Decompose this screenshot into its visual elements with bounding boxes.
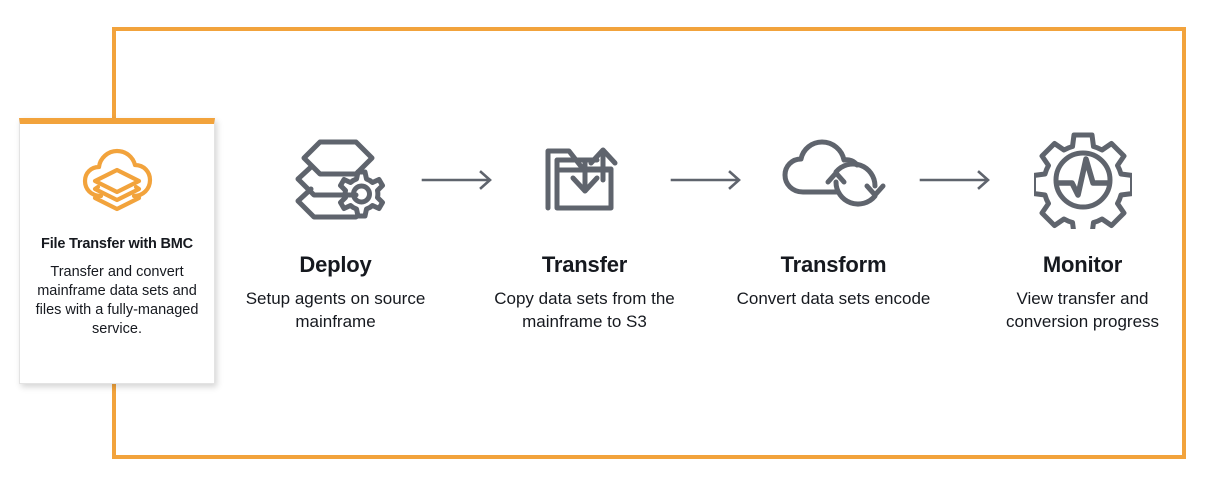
step-description: Convert data sets encode — [736, 289, 931, 308]
step-title: Deploy — [299, 252, 372, 277]
arrow-right-icon — [421, 130, 492, 230]
step-description: Copy data sets from the mainframe to S3 — [494, 289, 675, 331]
arrow-right-icon — [670, 130, 741, 230]
card-title: File Transfer with BMC — [41, 236, 193, 252]
card-description: Transfer and convert mainframe data sets… — [35, 264, 199, 337]
step-title: Transform — [780, 252, 887, 277]
gear-pulse-icon — [1033, 130, 1132, 230]
cloud-sync-icon — [779, 130, 889, 230]
steps-row: Deploy Setup agents on source mainframe — [228, 130, 1190, 333]
step-deploy: Deploy Setup agents on source mainframe — [228, 130, 443, 333]
arrow-right-icon — [919, 130, 990, 230]
step-title: Transfer — [541, 252, 628, 277]
step-description: View transfer and conversion progress — [1005, 289, 1160, 331]
step-monitor: Monitor View transfer and conversion pro… — [975, 130, 1190, 333]
cloud-data-layers-icon — [71, 138, 163, 230]
step-title: Monitor — [1042, 252, 1123, 277]
service-card: File Transfer with BMC Transfer and conv… — [19, 118, 215, 384]
step-transform: Transform Convert data sets encode — [726, 130, 941, 310]
folder-transfer-arrows-icon — [535, 130, 635, 230]
layers-gear-icon — [284, 130, 388, 230]
step-transfer: Transfer Copy data sets from the mainfra… — [477, 130, 692, 333]
step-description: Setup agents on source mainframe — [245, 289, 426, 331]
